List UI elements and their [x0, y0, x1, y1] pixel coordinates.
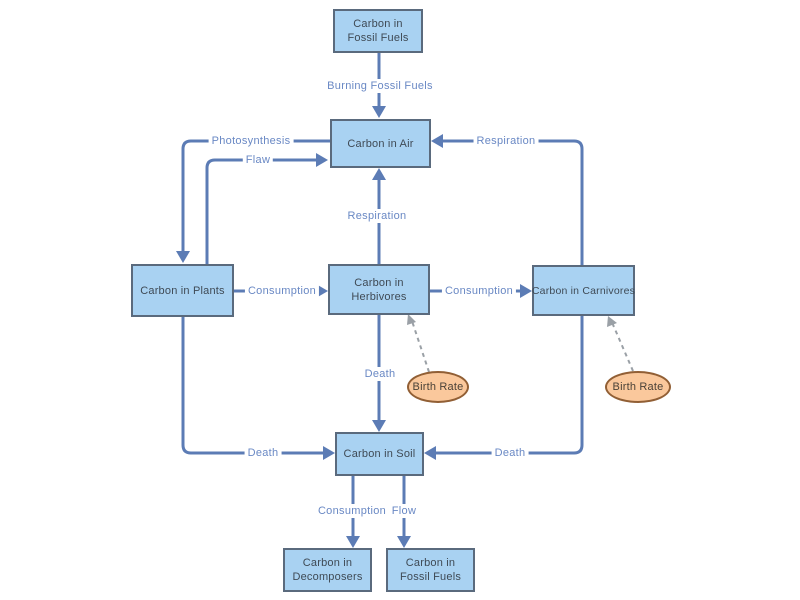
- arrowhead-flow-bottom: [397, 536, 411, 548]
- edge-label-consumption-right: Consumption: [441, 284, 517, 298]
- node-carbon-in-carnivores: Carbon in Carnivores: [532, 265, 635, 316]
- node-label: Carbon in Herbivores: [351, 276, 407, 303]
- edge-respiration-right-line: [442, 139, 584, 265]
- node-carbon-in-decomposers: Carbon in Decomposers: [283, 548, 372, 592]
- arrowhead-death-mid: [372, 420, 386, 432]
- node-label: Carbon in Plants: [140, 284, 225, 297]
- arrowhead-death-left: [323, 446, 335, 460]
- arrowhead-respiration-mid: [372, 168, 386, 180]
- node-carbon-in-fossil-fuels-top: Carbon in Fossil Fuels: [333, 9, 423, 53]
- node-label: Carbon in Carnivores: [531, 284, 636, 297]
- edge-death-left-line: [181, 317, 324, 455]
- edge-label-respiration-right: Respiration: [473, 134, 539, 148]
- arrowhead-respiration-right: [431, 134, 443, 148]
- edge-label-consumption-left: Consumption: [244, 284, 320, 298]
- edge-label-death-right: Death: [491, 446, 529, 460]
- edge-label-flow-bottom: Flow: [388, 504, 420, 518]
- edge-birthrate-left-dashed: [411, 320, 430, 373]
- arrowhead-burning: [372, 106, 386, 118]
- edge-label-photosynthesis: Photosynthesis: [208, 134, 294, 148]
- edge-label-burning-fossil-fuels: Burning Fossil Fuels: [324, 79, 436, 93]
- edge-label-death-left: Death: [244, 446, 282, 460]
- edge-label-respiration-mid: Respiration: [344, 209, 410, 223]
- node-label: Carbon in Air: [347, 137, 414, 150]
- node-carbon-in-soil: Carbon in Soil: [335, 432, 424, 476]
- node-carbon-in-herbivores: Carbon in Herbivores: [328, 264, 430, 315]
- node-carbon-in-fossil-fuels-bottom: Carbon in Fossil Fuels: [386, 548, 475, 592]
- node-label: Carbon in Fossil Fuels: [399, 557, 462, 583]
- arrowhead-death-right: [424, 446, 436, 460]
- arrowhead-birthrate-left: [407, 314, 416, 325]
- ellipse-birth-rate-right: Birth Rate: [605, 371, 671, 403]
- node-label: Carbon in Fossil Fuels: [347, 18, 409, 44]
- arrowhead-photosynthesis: [176, 251, 190, 263]
- ellipse-label: Birth Rate: [412, 381, 464, 393]
- edge-birthrate-right-dashed: [610, 319, 634, 372]
- node-label: Carbon in Decomposers: [292, 557, 363, 583]
- arrowhead-consumption-bottom: [346, 536, 360, 548]
- edge-death-right-line: [435, 316, 584, 455]
- arrowhead-consumption-right: [520, 284, 532, 298]
- ellipse-label: Birth Rate: [612, 381, 664, 393]
- node-label: Carbon in Soil: [343, 448, 416, 460]
- edge-photosynthesis-line: [181, 139, 330, 252]
- arrowhead-flaw: [316, 153, 328, 167]
- edge-label-flaw: Flaw: [242, 153, 274, 167]
- edge-flaw-line: [205, 158, 317, 264]
- node-carbon-in-plants: Carbon in Plants: [131, 264, 234, 317]
- node-carbon-in-air: Carbon in Air: [330, 119, 431, 168]
- edge-label-consumption-bottom: Consumption: [314, 504, 390, 518]
- ellipse-birth-rate-left: Birth Rate: [407, 371, 469, 403]
- arrowhead-birthrate-right: [607, 316, 617, 327]
- edge-label-death-mid: Death: [361, 367, 399, 381]
